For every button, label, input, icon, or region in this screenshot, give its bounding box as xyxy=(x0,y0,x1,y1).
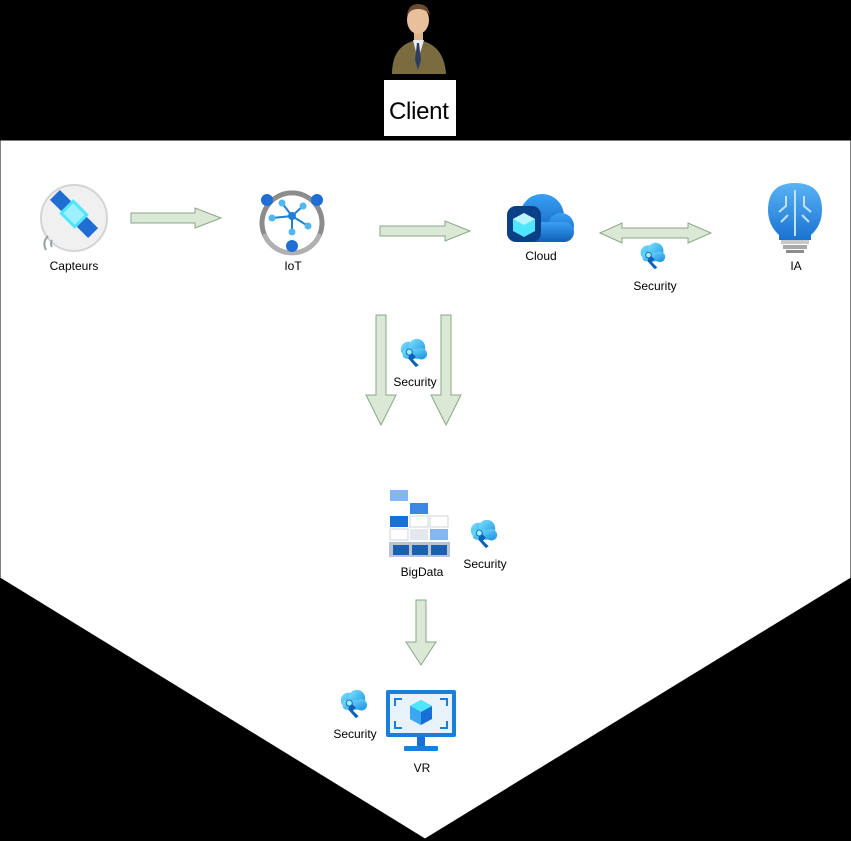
cloud-label: Cloud xyxy=(525,249,556,263)
iot-hub-icon xyxy=(259,190,325,256)
ia-label: IA xyxy=(790,259,801,273)
cloud-icon xyxy=(507,194,574,242)
client-label: Client xyxy=(389,98,449,125)
satellite-icon xyxy=(40,184,108,252)
iot-label: IoT xyxy=(284,259,302,273)
brain-bulb-icon xyxy=(768,183,822,253)
arrow-capteurs-to-iot xyxy=(130,207,223,229)
arrow-iot-to-bigdata-left xyxy=(365,314,397,427)
arrow-iot-to-cloud xyxy=(379,220,472,242)
client-label-box xyxy=(384,80,456,136)
arrow-cloud-ia-bidirectional xyxy=(598,222,713,244)
businessman-icon xyxy=(392,4,446,74)
arrow-iot-to-bigdata-right xyxy=(430,314,462,427)
security-label-bigdata: Security xyxy=(463,557,506,571)
vr-monitor-icon xyxy=(386,690,456,751)
capteurs-label: Capteurs xyxy=(50,259,99,273)
security-label-cloud-ia: Security xyxy=(633,279,676,293)
bigdata-label: BigData xyxy=(401,565,444,579)
diagram-container-shape xyxy=(0,139,851,840)
arrow-bigdata-to-vr xyxy=(405,599,437,666)
security-label-vr: Security xyxy=(333,727,376,741)
bigdata-grid-icon xyxy=(389,490,450,557)
security-label-iot-bigdata: Security xyxy=(393,375,436,389)
vr-label: VR xyxy=(414,761,431,775)
